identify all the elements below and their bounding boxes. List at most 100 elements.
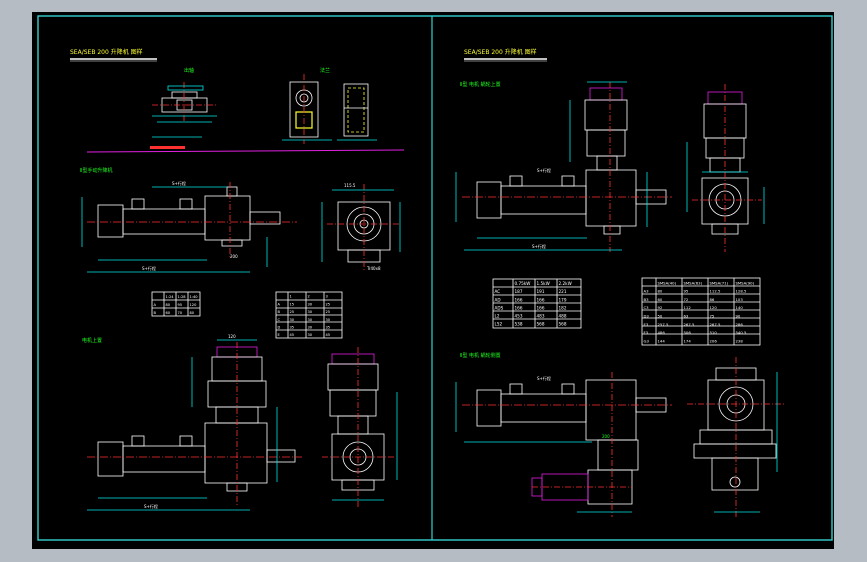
motor-worm-side-front-view	[687, 357, 784, 517]
table-motor-cell: AD	[495, 297, 501, 302]
table-motor-cell: 538	[515, 322, 523, 327]
table-small-cell: 1	[290, 295, 292, 299]
table-ratio-cell: 1:28	[178, 295, 187, 299]
sheet-frame	[37, 15, 833, 541]
label-motor-worm-side: Ⅱ型 电机 蜗轮侧置	[460, 352, 501, 359]
table-small-cell: 25	[326, 310, 331, 314]
table-small-cell: 30	[308, 302, 313, 306]
table-small-cell: 30	[308, 326, 313, 330]
table-ratio-cell: A	[154, 303, 157, 307]
table-motor-cell: 187	[515, 289, 523, 294]
label-motor-top: 电机上置	[82, 337, 102, 344]
table-reducer-cell: SMSA(63)	[684, 280, 703, 285]
dim-motor-top: 120	[228, 334, 236, 339]
table-small-cell: 45	[326, 333, 331, 337]
table-reducer-cell: 267.5	[684, 322, 695, 327]
table-motor-cell: 166	[537, 305, 545, 310]
table-reducer-cell: 103	[736, 297, 744, 302]
table-reducer-cell: G3	[644, 338, 650, 343]
table-reducer-cell: 80	[658, 289, 663, 294]
table-reducer-cell: C3	[644, 305, 650, 310]
table-small-cell: 15	[290, 302, 295, 306]
motor-worm-side-side-view	[455, 372, 672, 517]
table-reducer-cell: 486	[658, 330, 666, 335]
table-motor-cell: L52	[495, 322, 503, 327]
table-reducer-cell: 63	[684, 314, 689, 319]
table-reducer-cell: 72	[684, 297, 689, 302]
table-motor-cell: 488	[559, 314, 567, 319]
table-motor-cell: 2.2kW	[559, 281, 572, 286]
table-small-cell: C	[278, 318, 281, 322]
table-motor-cell: 221	[559, 289, 567, 294]
table-reducer-cell: 60	[658, 297, 663, 302]
table-motor-cell: 166	[515, 297, 523, 302]
table-reducer	[641, 277, 761, 346]
table-reducer-cell: SMSA(71)	[710, 280, 729, 285]
table-small-cell: 30	[308, 310, 313, 314]
table-ratio-cell: 80	[166, 303, 171, 307]
table-ratio-cell: 60	[166, 311, 171, 315]
table-motor-cell: ADS	[495, 305, 504, 310]
dim-stroke-6: S+行程	[537, 375, 551, 381]
motor-top-side-view	[87, 339, 302, 511]
table-motor-cell: 166	[515, 305, 523, 310]
table-reducer-cell: B3	[644, 297, 650, 302]
table-reducer-cell: D3	[644, 314, 650, 319]
table-reducer-cell: 506	[684, 330, 692, 335]
table-motor-cell: L2	[495, 314, 500, 319]
table-ratio-cell: B	[154, 311, 157, 315]
table-motor-cell: 0.75kW	[515, 281, 531, 286]
table-motor-cell: 1.5kW	[537, 281, 550, 286]
table-reducer-cell: SMSA(90)	[736, 280, 755, 285]
table-reducer-cell: 238	[736, 338, 744, 343]
table-small-cell: 30	[326, 318, 331, 322]
drawing-sheet: SEA/SEB 200 升降机 图样 出轴 法兰	[32, 12, 834, 549]
table-reducer-cell: 50	[658, 314, 663, 319]
table-reducer-cell: 86	[710, 297, 715, 302]
table-reducer-cell: 128.5	[736, 289, 747, 294]
dim-center-h-2: 200	[602, 434, 610, 439]
table-small-cell: A	[278, 302, 281, 306]
table-motor	[492, 278, 582, 329]
table-small	[275, 291, 343, 339]
table-small-cell: 30	[290, 318, 295, 322]
table-small-cell: 30	[308, 333, 313, 337]
dim-stroke-4: S+行程	[532, 243, 546, 249]
table-reducer-cell: 257.5	[658, 322, 669, 327]
table-reducer-cell: SMSA(40)	[658, 280, 677, 285]
table-small-cell: 35	[290, 326, 295, 330]
table-motor-cell: 179	[559, 297, 567, 302]
table-ratio-cell: 70	[178, 311, 183, 315]
table-reducer-cell: 92	[658, 305, 663, 310]
table-small-cell: 3	[326, 295, 328, 299]
table-motor-cell: 568	[537, 322, 545, 327]
motor-top-front-view	[322, 347, 398, 507]
table-small-cell: 25	[326, 302, 331, 306]
table-reducer-cell: 112.5	[710, 289, 721, 294]
flange-view	[282, 74, 377, 144]
table-reducer-cell: 75	[710, 314, 715, 319]
table-reducer-cell: 144	[658, 338, 666, 343]
table-reducer-cell: 95	[684, 289, 689, 294]
table-reducer-cell: A3	[644, 289, 650, 294]
table-motor-cell: 166	[537, 297, 545, 302]
dim-stroke-3: S+行程	[144, 503, 158, 509]
table-motor-cell: 568	[559, 322, 567, 327]
motor-worm-top-side-view	[455, 81, 672, 252]
manual-jack-front-view	[321, 184, 401, 270]
table-reducer-cell: 206	[710, 338, 718, 343]
table-reducer-cell: 90	[736, 314, 741, 319]
table-small-cell: 45	[290, 333, 295, 337]
table-ratio	[151, 291, 201, 317]
table-small-cell: D	[278, 326, 281, 330]
table-small-cell: 35	[326, 326, 331, 330]
table-motor-cell: 191	[537, 289, 545, 294]
table-reducer-cell: 174	[684, 338, 692, 343]
dim-front-thread: Tr40x8	[366, 266, 381, 271]
motor-worm-top-front-view	[686, 84, 765, 252]
right-sheet-title: SEA/SEB 200 升降机 图样	[464, 48, 537, 56]
manual-jack-side-view	[81, 182, 297, 273]
table-small-cell: 25	[290, 310, 295, 314]
left-sheet-title: SEA/SEB 200 升降机 图样	[70, 48, 143, 56]
